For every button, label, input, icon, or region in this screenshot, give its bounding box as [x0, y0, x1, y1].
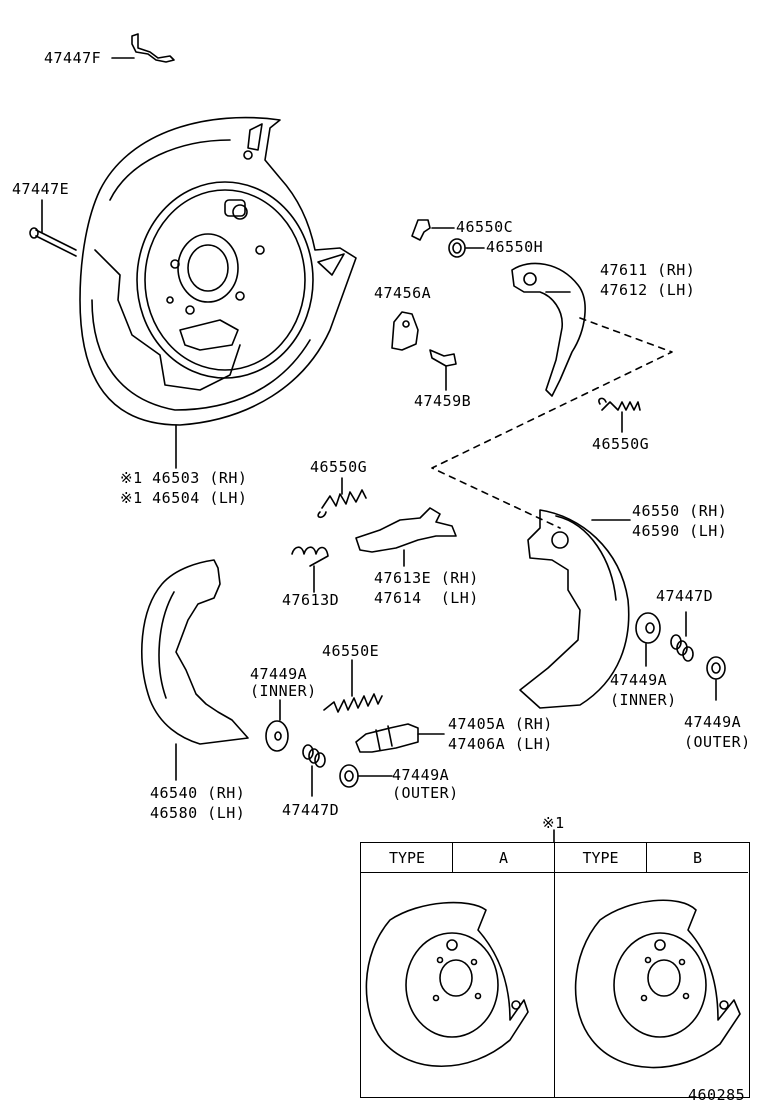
part-label-47613D: 47613D — [282, 591, 340, 609]
part-label-46550G-lower: 46550G — [310, 458, 368, 476]
table-divider — [554, 843, 555, 1097]
part-label-inner-right: (INNER) — [610, 691, 677, 709]
washer-47449A-inner-right-drawing — [635, 612, 661, 667]
part-label-46550E: 46550E — [322, 642, 380, 660]
disc-type-a-drawing — [365, 901, 529, 1067]
part-label-outer-right: (OUTER) — [684, 733, 751, 751]
part-label-47611: 47611 (RH) — [600, 261, 696, 279]
table-divider — [452, 843, 453, 873]
bolt-47459B-drawing — [429, 349, 457, 391]
part-label-46550: 46550 (RH) — [632, 502, 728, 520]
part-label-47447F: 47447F — [44, 49, 102, 67]
table-note-mark: ※1 — [542, 814, 565, 832]
part-label-47405A: 47405A (RH) — [448, 715, 553, 733]
clip-46550C-drawing — [411, 219, 455, 241]
shoe-46540-drawing — [141, 559, 249, 781]
part-label-47614: 47614 (LH) — [374, 589, 479, 607]
spring-46550G-lower-drawing — [317, 477, 367, 519]
table-header-type-b: TYPE — [554, 843, 647, 873]
lever-47613E-drawing — [355, 507, 457, 567]
part-label-47613E: 47613E (RH) — [374, 569, 479, 587]
part-label-47612: 47612 (LH) — [600, 281, 696, 299]
part-label-inner-left: (INNER) — [250, 682, 317, 700]
type-table: TYPE A TYPE B — [360, 842, 750, 1098]
part-label-47449A-outer-right: 47449A — [684, 713, 742, 731]
shoe-46550-drawing — [519, 509, 631, 709]
spring-46550G-upper-drawing — [598, 397, 641, 433]
part-label-46503: ※1 46503 (RH) — [120, 469, 248, 487]
part-label-47406A: 47406A (LH) — [448, 735, 553, 753]
part-label-46580: 46580 (LH) — [150, 804, 246, 822]
part-label-47449A-outer-left: 47449A — [392, 766, 450, 784]
part-label-47447D-right: 47447D — [656, 587, 714, 605]
part-label-47456A: 47456A — [374, 284, 432, 302]
lever-47611-drawing — [431, 262, 673, 529]
plate-47456A-drawing — [391, 311, 419, 351]
clip-47447F-drawing — [111, 33, 175, 63]
part-label-46550G-upper: 46550G — [592, 435, 650, 453]
table-header-type-a: TYPE — [361, 843, 453, 873]
spring-47447D-right-drawing — [670, 611, 694, 662]
part-label-46550H: 46550H — [486, 238, 544, 256]
table-divider — [646, 843, 647, 873]
disc-type-b-drawing — [574, 899, 741, 1069]
part-label-47449A-inner-left: 47449A — [250, 665, 308, 683]
table-header-b: B — [647, 843, 748, 873]
washer-47449A-outer-right-drawing — [706, 656, 726, 701]
spring-47447D-left-drawing — [302, 744, 326, 797]
part-label-47447E: 47447E — [12, 180, 70, 198]
pin-47447E-drawing — [29, 199, 77, 257]
part-label-47447D-left: 47447D — [282, 801, 340, 819]
adjuster-47405A-drawing — [355, 723, 445, 753]
washer-47449A-inner-left-drawing — [265, 699, 289, 752]
washer-47449A-outer-left-drawing — [339, 764, 393, 788]
part-label-outer-left: (OUTER) — [392, 784, 459, 802]
washer-46550H-drawing — [448, 238, 485, 258]
part-label-46540: 46540 (RH) — [150, 784, 246, 802]
part-label-46504: ※1 46504 (LH) — [120, 489, 248, 507]
part-label-47459B: 47459B — [414, 392, 472, 410]
part-label-46550C: 46550C — [456, 218, 514, 236]
backing-plate-drawing — [79, 116, 357, 469]
part-label-47449A-inner-right: 47449A — [610, 671, 668, 689]
spring-46550E-drawing — [323, 659, 383, 713]
spring-47613D-drawing — [291, 546, 329, 593]
part-label-46590: 46590 (LH) — [632, 522, 728, 540]
figure-number: 460285 — [688, 1086, 746, 1104]
table-header-a: A — [453, 843, 554, 873]
